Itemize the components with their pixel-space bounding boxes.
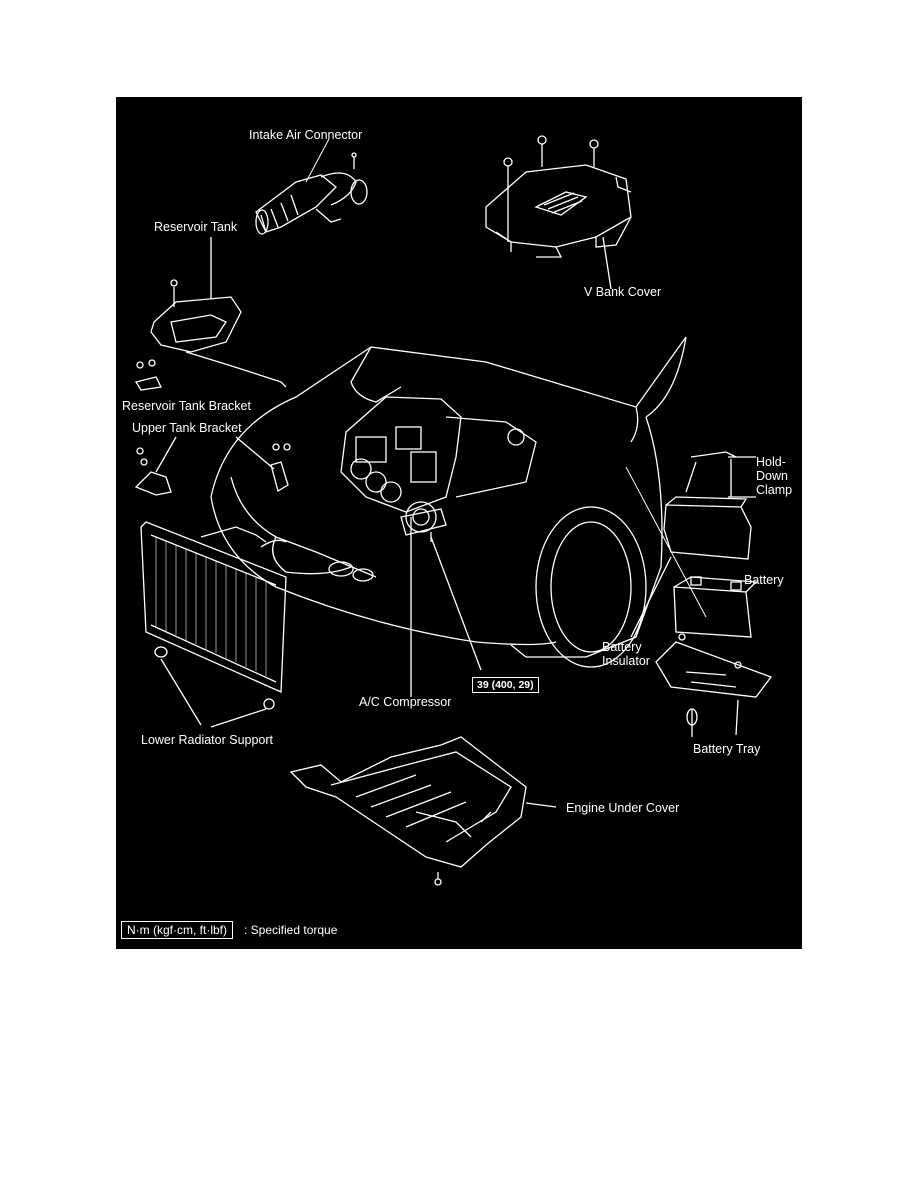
label-reservoir-tank-bracket: Reservoir Tank Bracket <box>122 399 251 413</box>
label-hold-down-clamp: Hold- Down Clamp <box>756 455 793 497</box>
engine-under-cover-drawing <box>289 736 557 886</box>
label-battery: Battery <box>744 573 784 587</box>
torque-value-ac-compressor: 39 (400, 29) <box>472 677 539 693</box>
radiator-drawing <box>140 521 287 728</box>
label-upper-tank-bracket: Upper Tank Bracket <box>132 421 242 435</box>
diagram-drawing <box>134 135 773 886</box>
legend-unit-box: N·m (kgf·cm, ft·lbf) <box>121 921 233 939</box>
v-bank-cover-drawing <box>485 135 632 290</box>
leader-lines <box>305 138 707 618</box>
reservoir-tank-drawing <box>134 237 287 391</box>
label-ac-compressor: A/C Compressor <box>359 695 452 709</box>
label-reservoir-tank: Reservoir Tank <box>154 220 238 234</box>
label-engine-under-cover: Engine Under Cover <box>566 801 680 815</box>
battery-group-drawing <box>630 451 773 737</box>
label-v-bank-cover: V Bank Cover <box>584 285 662 299</box>
intake-air-connector-drawing <box>255 152 368 235</box>
label-battery-insulator: Battery Insulator <box>602 640 650 668</box>
car-body-drawing <box>210 336 687 668</box>
label-battery-tray: Battery Tray <box>693 742 761 756</box>
exploded-diagram: Intake Air Connector Reservoir Tank V Ba… <box>116 97 802 949</box>
label-lower-radiator-support: Lower Radiator Support <box>141 733 274 747</box>
legend-description: : Specified torque <box>244 923 338 937</box>
label-intake-air-connector: Intake Air Connector <box>249 128 363 142</box>
upper-tank-bracket-drawing <box>134 436 291 496</box>
engine-drawing <box>340 396 537 697</box>
